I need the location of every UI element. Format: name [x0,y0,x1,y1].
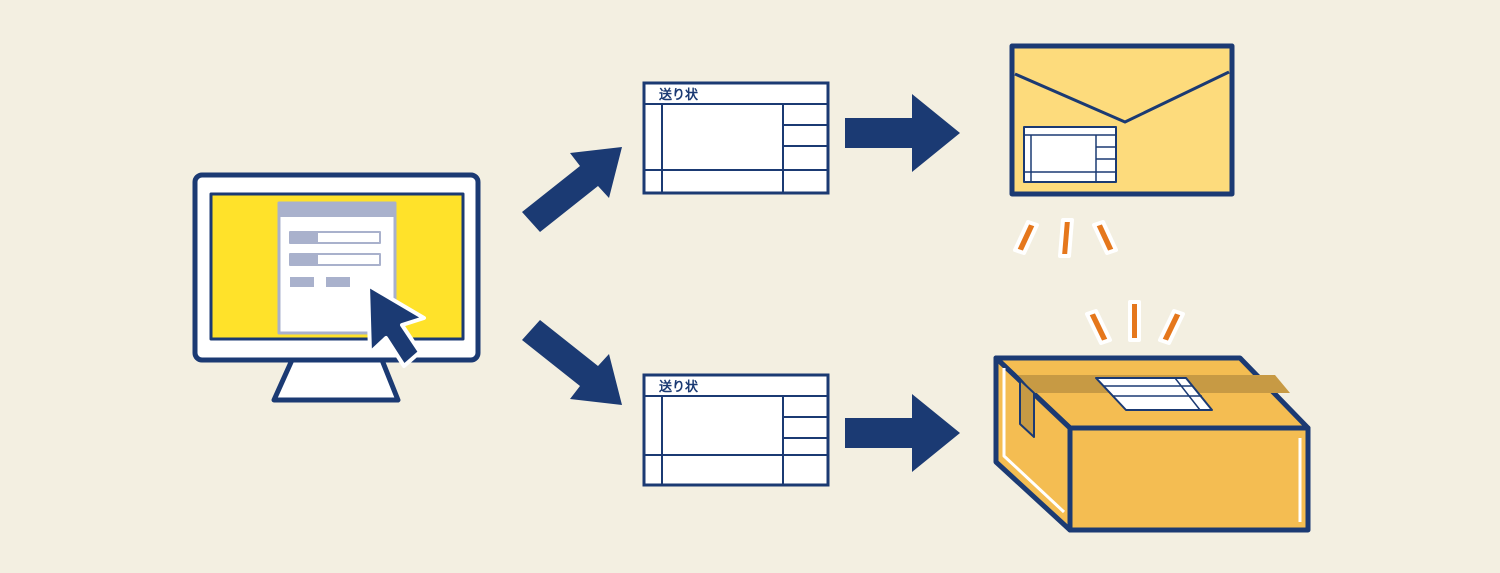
shipping-slip-icon-top [642,81,830,195]
spark-icon-envelope [1013,218,1118,258]
shipping-slip-label-top: 送り状 [659,88,699,103]
spark-icon-box [1085,300,1185,345]
shipping-slip-icon-bottom [642,373,830,487]
shipping-slip-label-bottom: 送り状 [659,380,699,395]
cardboard-box-icon [993,355,1311,533]
arrow-icon-right-top [845,94,960,172]
envelope-icon [1009,43,1235,197]
arrow-icon-down [522,320,622,405]
monitor-icon [192,172,481,403]
cursor-icon [366,283,426,368]
arrow-icon-up [522,147,622,232]
arrow-icon-right-bottom [845,394,960,472]
